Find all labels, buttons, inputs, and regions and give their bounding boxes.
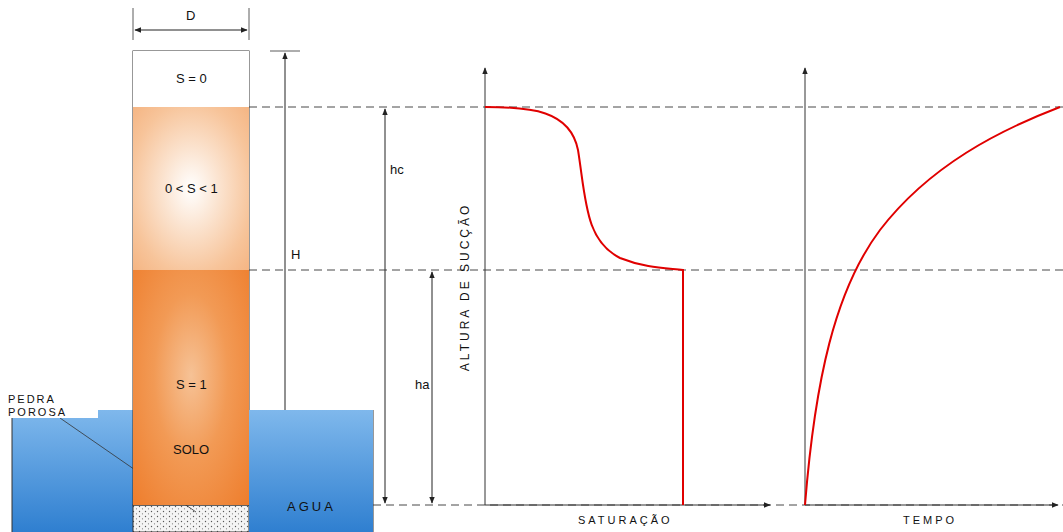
dimension-label: H	[289, 247, 302, 264]
level-line	[249, 270, 1063, 271]
extension-line	[249, 8, 250, 40]
extension-line	[270, 51, 300, 52]
level-line	[373, 505, 1063, 506]
dimension-line	[135, 30, 247, 31]
zone-label: S = 0	[176, 72, 207, 86]
y-axis	[805, 68, 806, 505]
water-label: AGUA	[287, 500, 336, 514]
dimension-label: hc	[388, 162, 406, 179]
dimension-line	[385, 109, 386, 503]
axis-title: TEMPO	[903, 514, 957, 527]
axis-title: SATURAÇÃO	[578, 514, 673, 527]
zone-label: 0 < S < 1	[165, 182, 218, 196]
tank-wall	[12, 410, 13, 532]
material-label: SOLO	[173, 443, 209, 457]
level-line	[249, 107, 1063, 108]
x-axis	[805, 505, 1058, 506]
dimension-line	[432, 272, 433, 503]
porous-stone	[133, 505, 249, 532]
dimension-label: ha	[413, 377, 431, 394]
dry-zone: S = 0	[133, 51, 249, 107]
saturation-curve	[485, 107, 683, 505]
saturated-zone: S = 1 SOLO	[133, 270, 249, 505]
dimension-label: D	[186, 9, 195, 24]
extension-line	[133, 8, 134, 40]
x-axis	[485, 505, 770, 506]
soil-column	[133, 51, 249, 505]
partial-zone: 0 < S < 1	[133, 107, 249, 270]
zone-label: S = 1	[176, 378, 207, 392]
y-axis	[485, 68, 486, 505]
water-tank: AGUA	[249, 410, 373, 532]
water	[12, 410, 133, 532]
time-curve	[805, 107, 1060, 505]
part-label: PEDRA POROSA	[8, 393, 98, 418]
axis-title: ALTURA DE SUCÇÃO	[459, 203, 473, 371]
